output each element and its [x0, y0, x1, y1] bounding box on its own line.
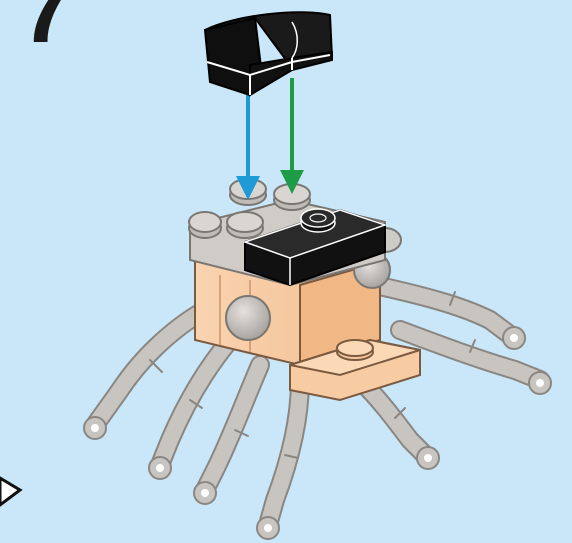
black-slope-brick-new	[205, 12, 332, 95]
stud-front-left	[227, 212, 263, 238]
stud-left-back	[189, 212, 221, 238]
arrow-green	[280, 78, 304, 194]
leg-front-right	[360, 380, 439, 469]
leg-front-center	[257, 380, 300, 539]
partial-icon	[0, 478, 20, 505]
ball-joint-left	[226, 296, 270, 340]
